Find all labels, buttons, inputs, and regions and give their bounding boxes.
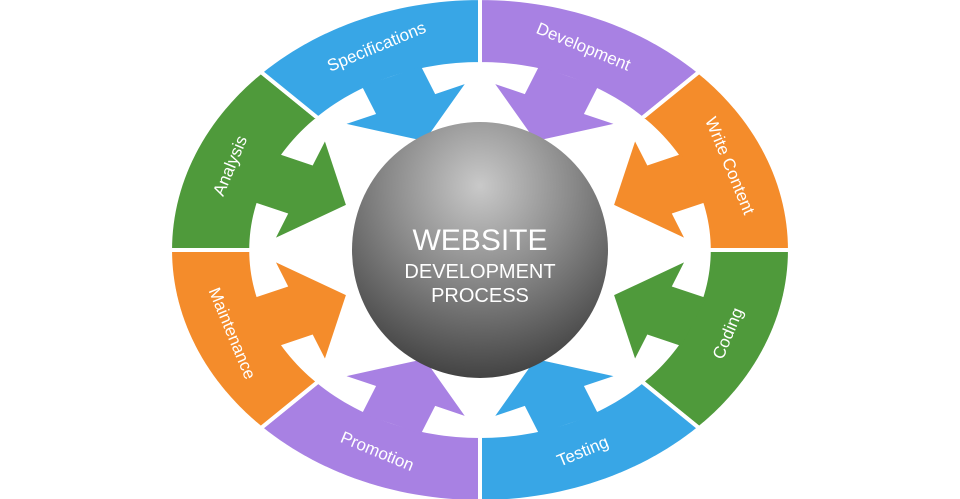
arrow-icon — [495, 359, 614, 434]
arrow-icon — [614, 262, 706, 359]
arrow-icon — [495, 66, 614, 141]
arrow-icon — [614, 141, 706, 238]
arrow-icon — [346, 66, 465, 141]
center-title-line3: PROCESS — [431, 285, 529, 307]
segment-specifications — [257, 0, 482, 122]
center-title-line2: DEVELOPMENT — [404, 261, 555, 283]
center-hub: WEBSITE DEVELOPMENT PROCESS — [352, 122, 608, 378]
arrow-icon — [346, 359, 465, 434]
center-title-line1: WEBSITE — [412, 224, 547, 257]
center-sphere — [352, 122, 608, 378]
arrow-icon — [254, 141, 346, 238]
arrow-icon — [254, 262, 346, 359]
